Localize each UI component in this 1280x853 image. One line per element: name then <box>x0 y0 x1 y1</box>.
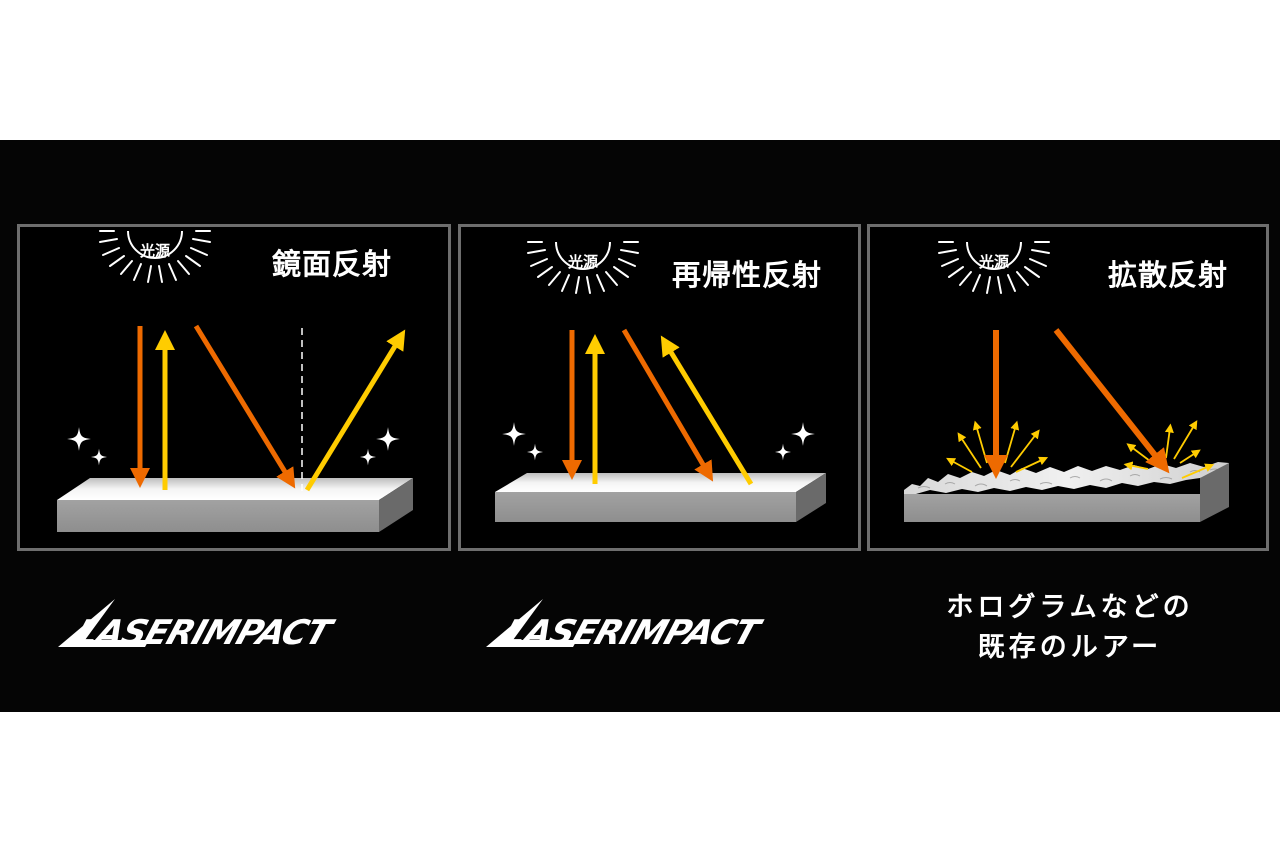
sparkles-retroreflection <box>502 422 815 461</box>
slab-specular <box>57 478 413 532</box>
sparkle-icon <box>90 448 108 466</box>
reflected-ray-angled <box>304 329 406 492</box>
incident-ray-angled <box>621 328 714 482</box>
panel-title-specular: 鏡面反射 <box>272 247 393 281</box>
light-source-diffuse: 光源 <box>938 241 1050 294</box>
light-source-retroreflection: 光源 <box>527 241 639 294</box>
sparkle-icon <box>774 443 792 461</box>
slab-retroreflection <box>495 473 826 522</box>
sparkle-icon <box>526 443 544 461</box>
sparkles-specular <box>67 427 400 466</box>
sparkle-icon <box>67 427 91 451</box>
scattered-rays-right <box>1123 420 1215 479</box>
slab-diffuse <box>904 462 1229 522</box>
sparkle-icon <box>359 448 377 466</box>
sparkle-icon <box>502 422 526 446</box>
light-source-label: 光源 <box>567 253 598 271</box>
panel-title-retroreflection: 再帰性反射 <box>672 258 823 292</box>
light-source-label: 光源 <box>978 253 1009 271</box>
logo-wordmark: LASERIMPACT <box>498 614 767 653</box>
caption-line-1: ホログラムなどの <box>946 592 1194 623</box>
light-source-specular: 光源 <box>99 230 211 283</box>
incident-ray-angled <box>1053 328 1170 474</box>
sparkle-icon <box>376 427 400 451</box>
caption-existing-lures: ホログラムなどの 既存のルアー <box>905 588 1235 668</box>
laser-impact-logo-2: LASERIMPACT <box>486 599 767 653</box>
retroreflected-ray-angled <box>660 335 754 486</box>
panel-title-diffuse: 拡散反射 <box>1108 258 1229 292</box>
rays-retroreflection <box>562 328 754 486</box>
rays-specular <box>130 324 406 492</box>
laser-impact-logo-1: LASERIMPACT <box>58 599 339 653</box>
rays-diffuse <box>946 328 1215 479</box>
sparkle-icon <box>791 422 815 446</box>
incident-ray-angled <box>193 324 296 489</box>
logo-wordmark: LASERIMPACT <box>70 614 339 653</box>
light-source-label: 光源 <box>139 242 170 260</box>
caption-line-2: 既存のルアー <box>977 632 1163 663</box>
